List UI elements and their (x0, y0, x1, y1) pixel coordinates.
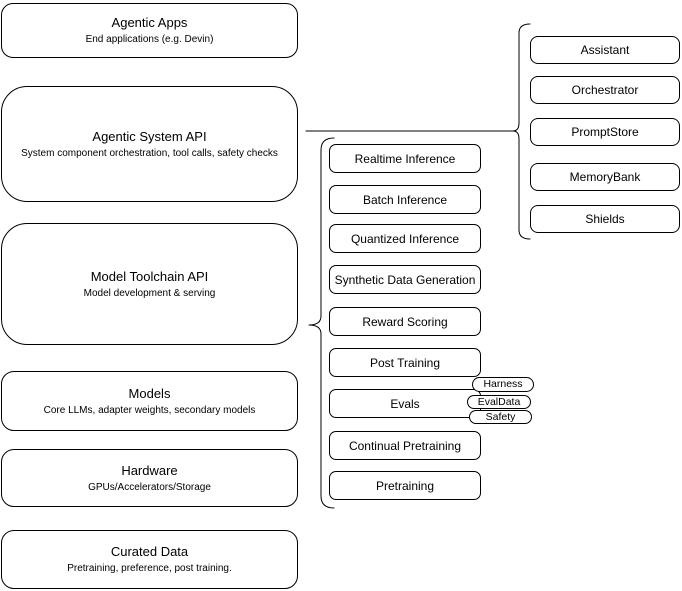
layer-box-curated-data: Curated Data Pretraining, preference, po… (1, 530, 298, 589)
layer-box-model-toolchain-api: Model Toolchain API Model development & … (1, 223, 298, 345)
layer-subtitle: Core LLMs, adapter weights, secondary mo… (43, 404, 256, 416)
layer-subtitle: System component orchestration, tool cal… (21, 147, 278, 159)
layer-box-agentic-apps: Agentic Apps End applications (e.g. Devi… (1, 3, 298, 58)
layer-title: Model Toolchain API (90, 268, 209, 284)
system-box-memorybank: MemoryBank (530, 163, 680, 191)
system-box-promptstore: PromptStore (530, 118, 680, 146)
toolchain-box-evals: Evals (329, 389, 481, 418)
layer-subtitle: GPUs/Accelerators/Storage (88, 481, 211, 493)
layer-box-models: Models Core LLMs, adapter weights, secon… (1, 371, 298, 431)
toolchain-box-post-training: Post Training (329, 348, 481, 377)
toolchain-box-quantized-inference: Quantized Inference (329, 224, 481, 253)
toolchain-box-realtime-inference: Realtime Inference (329, 144, 481, 173)
toolchain-box-batch-inference: Batch Inference (329, 185, 481, 214)
layer-title: Models (128, 385, 171, 401)
system-box-shields: Shields (530, 205, 680, 233)
toolchain-box-synthetic-data-generation: Synthetic Data Generation (329, 265, 481, 294)
layer-box-agentic-system-api: Agentic System API System component orch… (1, 86, 298, 202)
layer-title: Curated Data (110, 544, 189, 559)
evals-tag-evaldata: EvalData (467, 395, 531, 409)
toolchain-box-reward-scoring: Reward Scoring (329, 307, 481, 336)
layer-subtitle: End applications (e.g. Devin) (85, 34, 214, 45)
system-box-assistant: Assistant (530, 36, 680, 64)
system-box-orchestrator: Orchestrator (530, 76, 680, 104)
evals-tag-safety: Safety (469, 410, 532, 424)
layer-subtitle: Pretraining, preference, post training. (67, 563, 232, 574)
toolchain-box-pretraining: Pretraining (329, 471, 481, 500)
layer-subtitle: Model development & serving (83, 287, 216, 299)
system-components-bracket (512, 23, 531, 240)
layer-title: Agentic Apps (111, 15, 188, 30)
evals-tag-harness: Harness (472, 377, 534, 392)
layer-title: Agentic System API (92, 128, 207, 144)
layer-title: Hardware (121, 462, 178, 478)
layer-box-hardware: Hardware GPUs/Accelerators/Storage (1, 449, 298, 507)
toolchain-box-continual-pretraining: Continual Pretraining (329, 431, 481, 460)
